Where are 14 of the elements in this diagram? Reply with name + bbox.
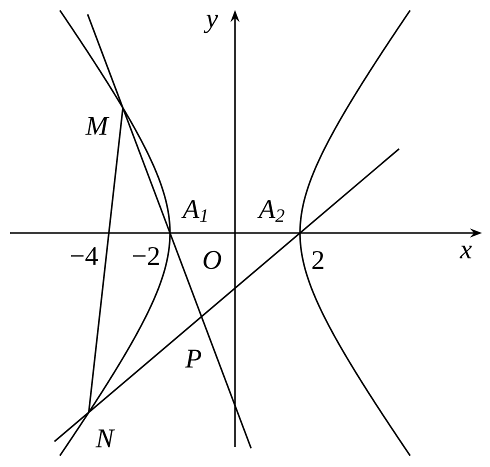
- tick-label: −4: [70, 247, 98, 265]
- origin-label: O: [204, 250, 222, 270]
- line: [88, 232, 301, 414]
- line: [88, 108, 124, 412]
- point-label: N: [96, 430, 115, 448]
- point-label: P: [185, 350, 202, 368]
- point-label: A$_{2}$: [257, 200, 284, 222]
- axis-label: y: [204, 14, 218, 34]
- line: [122, 108, 171, 234]
- point-label: M: [85, 117, 110, 135]
- tick-label: −2: [132, 247, 159, 265]
- point-label: A$_{1}$: [181, 200, 207, 222]
- tick-label: 2: [312, 251, 324, 269]
- axis-label: x: [460, 246, 472, 258]
